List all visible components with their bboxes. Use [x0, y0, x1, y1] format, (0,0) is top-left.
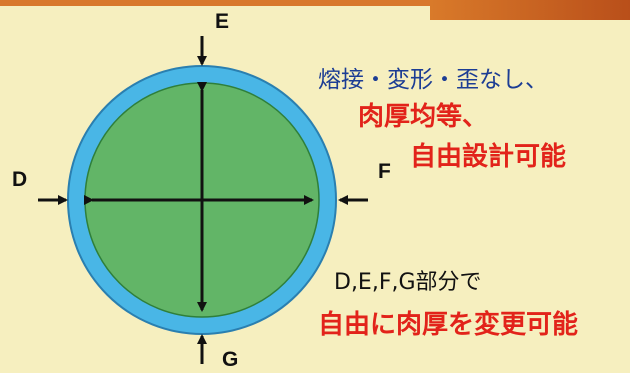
label-d: D [12, 168, 28, 191]
note-no-weld-deformation: 熔接・変形・歪なし、 [318, 67, 548, 93]
top-accent-strip [0, 0, 630, 6]
label-f: F [378, 160, 391, 183]
note-variable-thickness: 自由に肉厚を変更可能 [318, 310, 579, 340]
note-defg-parts: D,E,F,G部分で [334, 270, 482, 295]
label-e: E [215, 10, 230, 33]
note-free-design: 自由設計可能 [410, 142, 567, 172]
top-right-accent [430, 0, 630, 20]
note-uniform-thickness: 肉厚均等、 [358, 102, 489, 132]
label-g: G [222, 348, 239, 371]
